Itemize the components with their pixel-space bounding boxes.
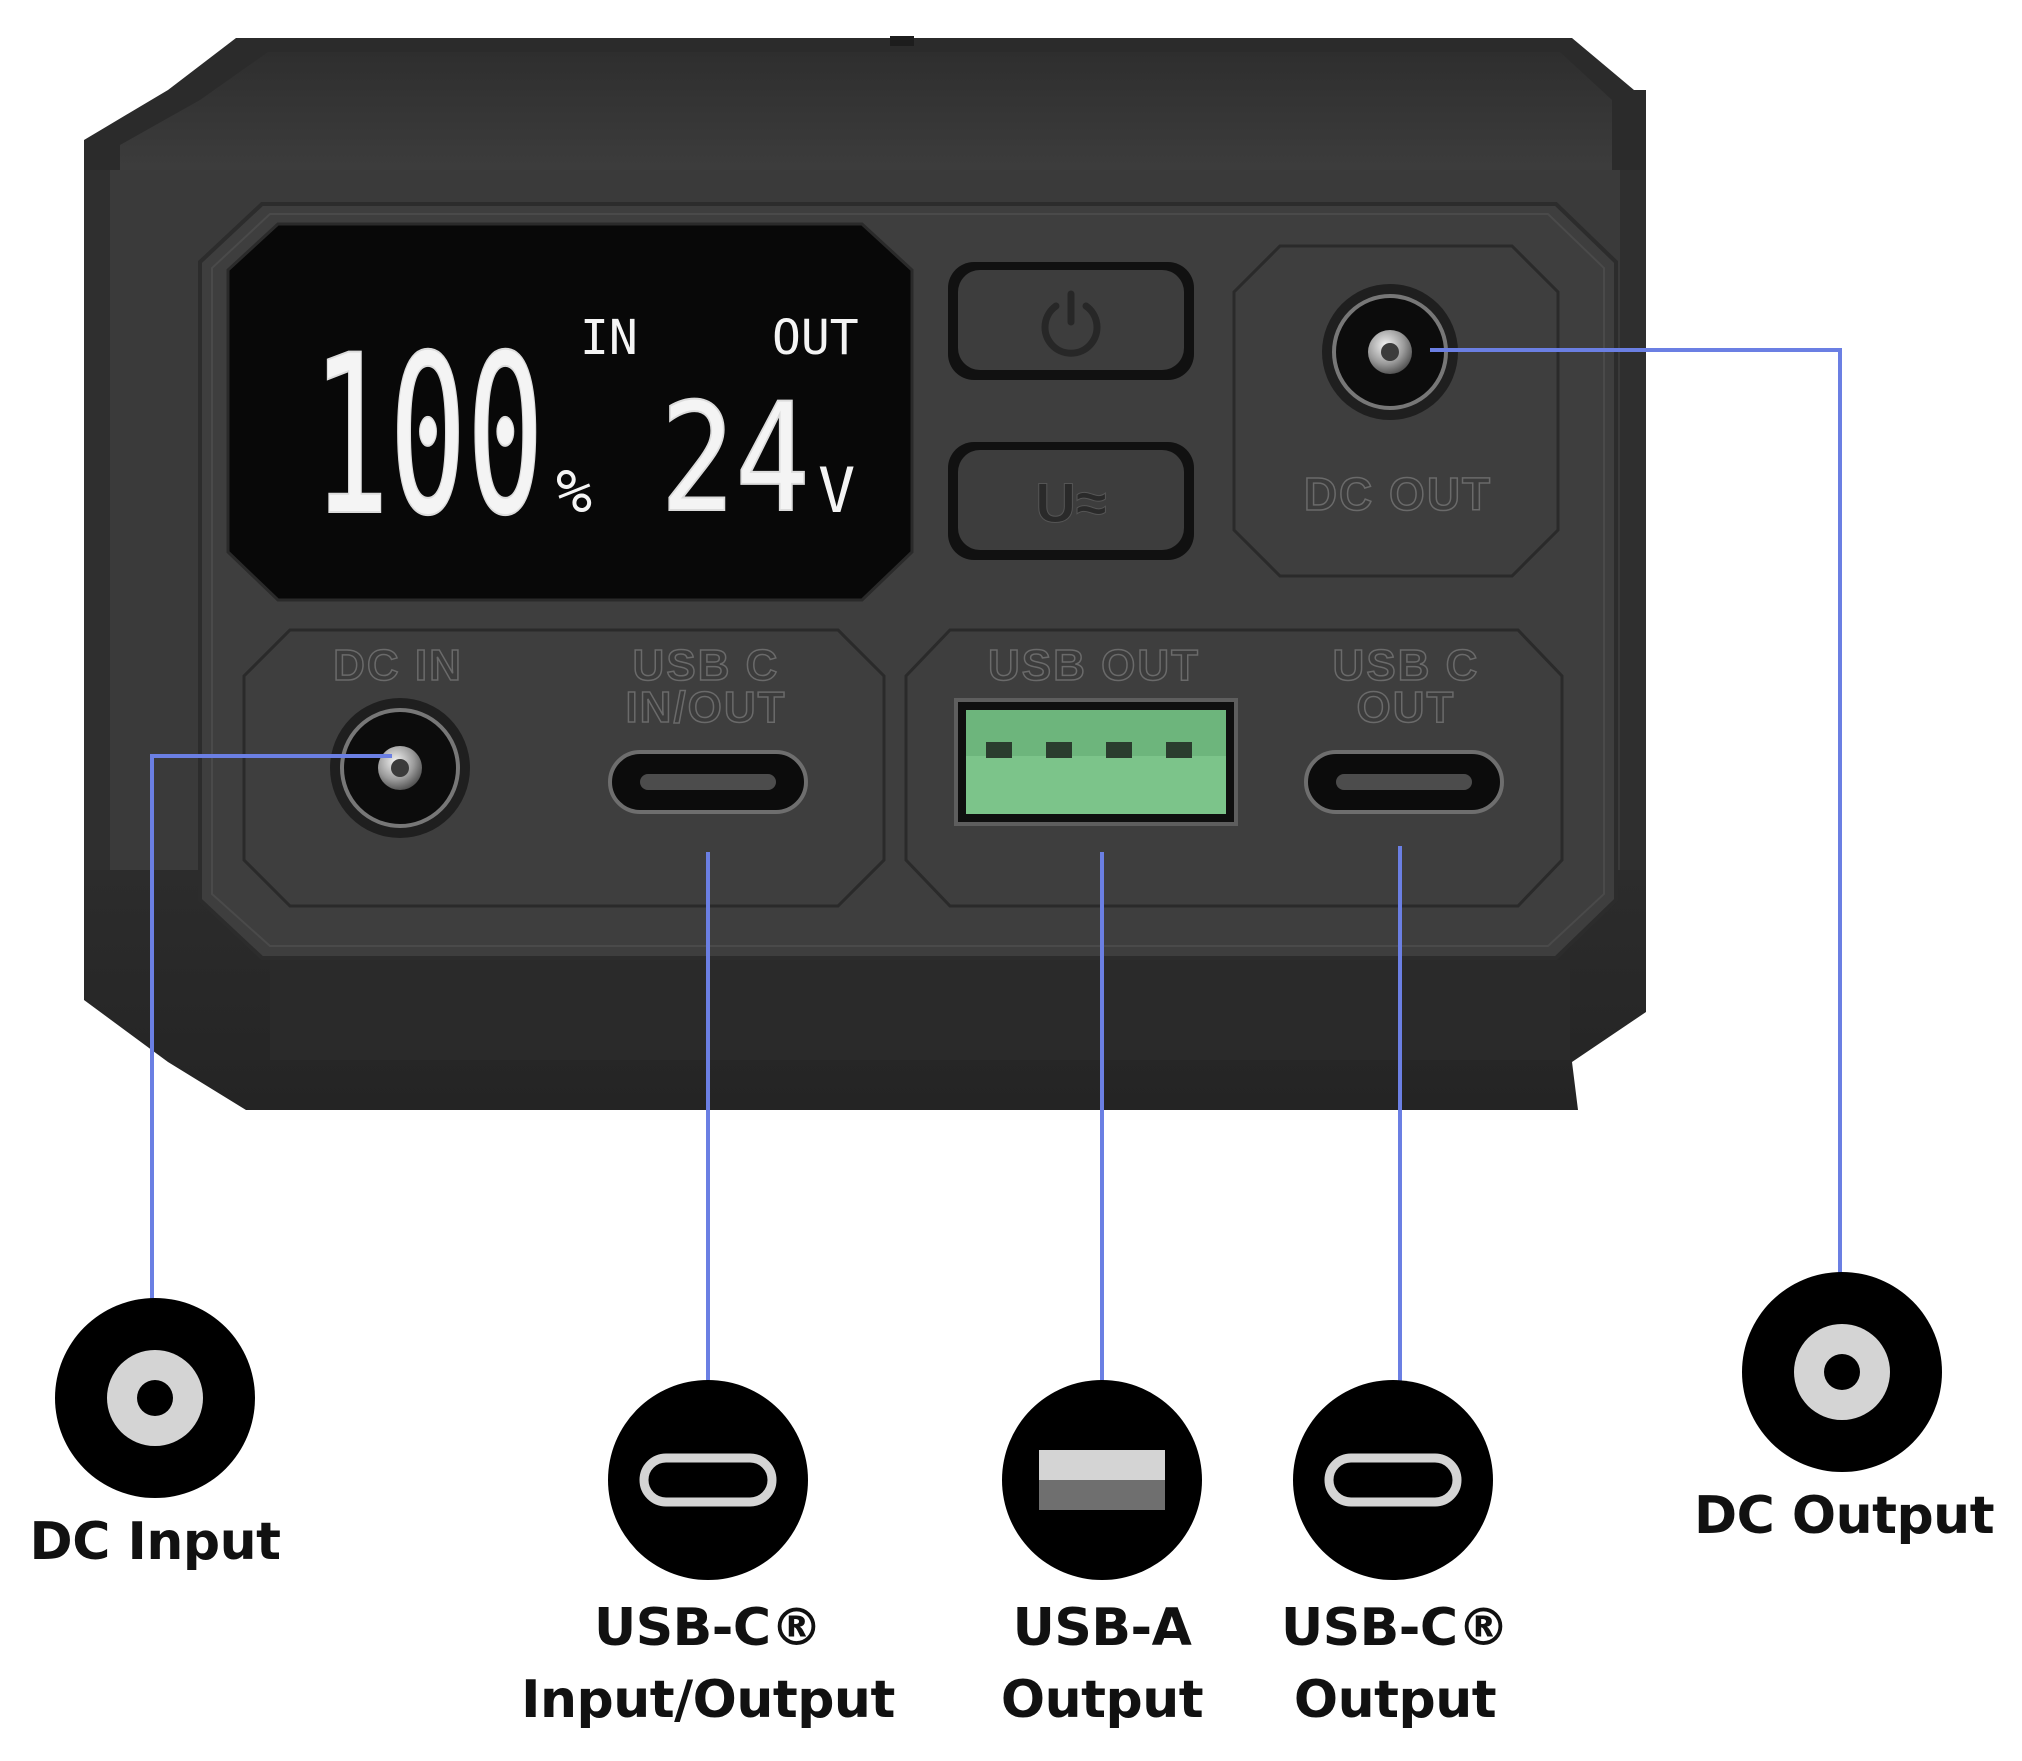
body-right-edge (1620, 170, 1646, 890)
usbc-out-label-2: OUT (1357, 683, 1456, 732)
voltage-mode-icon: U≈ (1035, 471, 1106, 534)
caption-usbc-out-line1: USB-C® (1280, 1598, 1510, 1658)
top-notch (890, 36, 914, 46)
front-panel-inner (211, 213, 1605, 947)
callout-line-dc-input (150, 754, 392, 1312)
dc-out-module: DC OUT (1232, 244, 1560, 578)
usb-c-icon (608, 1380, 808, 1580)
caption-usba-line2: Output (1000, 1670, 1204, 1730)
lcd-screen (226, 222, 914, 602)
voltage-mode-button[interactable]: U≈ (948, 442, 1194, 560)
dc-barrel-icon (55, 1298, 255, 1498)
callout-line-dc-output (1430, 348, 1842, 1284)
dc-barrel-icon (1742, 1272, 1942, 1472)
caption-usba-line1: USB-A (1012, 1598, 1192, 1658)
caption-usbc-io-line2: Input/Output (521, 1670, 895, 1730)
dc-out-label: DC OUT (1304, 468, 1492, 520)
usb-a-icon (1002, 1380, 1202, 1580)
caption-usbc-output: USB-C® Output (1270, 1592, 1520, 1736)
usbc-inout-label-2: IN/OUT (625, 683, 786, 732)
dc-out-port[interactable] (1322, 284, 1458, 420)
lcd-battery-unit: % (556, 457, 592, 527)
usb-out-label: USB OUT (988, 641, 1200, 690)
caption-dc-input-line1: DC Input (29, 1512, 281, 1572)
lcd-voltage-value: 24 (660, 372, 810, 546)
power-button[interactable] (948, 262, 1194, 380)
input-module: DC IN USB C IN/OUT (242, 628, 886, 908)
usbc-inout-label-1: USB C (633, 641, 780, 690)
usb-a-port[interactable] (954, 698, 1238, 826)
caption-usbc-out-line2: Output (1293, 1670, 1497, 1730)
lcd-display: 100 % IN OUT 24 V (226, 222, 914, 602)
top-lid-face (120, 52, 1612, 176)
body-left-edge (84, 170, 110, 890)
caption-dc-output-line1: DC Output (1693, 1486, 1995, 1546)
bottom-band (270, 960, 1570, 1060)
usbc-inout-port[interactable] (608, 750, 808, 814)
power-icon (1041, 290, 1101, 357)
callout-lines (150, 348, 1842, 1384)
usbc-out-port[interactable] (1304, 750, 1504, 814)
caption-dc-input: DC Input (20, 1506, 290, 1578)
lcd-in-label: IN (580, 310, 638, 366)
caption-dc-output: DC Output (1686, 1480, 2002, 1552)
usbc-out-label-1: USB C (1333, 641, 1480, 690)
dc-in-port[interactable] (330, 698, 470, 838)
dc-in-label: DC IN (333, 641, 463, 690)
caption-usbc-input-output: USB-C® Input/Output (518, 1592, 898, 1736)
output-module: USB OUT USB C OUT (904, 628, 1564, 908)
usb-c-icon (1293, 1380, 1493, 1580)
caption-usbc-io-line1: USB-C® (593, 1598, 823, 1658)
lcd-battery-value: 100 (312, 308, 544, 564)
lcd-out-label: OUT (772, 310, 859, 366)
caption-usba-output: USB-A Output (960, 1592, 1244, 1736)
lcd-voltage-unit: V (818, 454, 855, 527)
